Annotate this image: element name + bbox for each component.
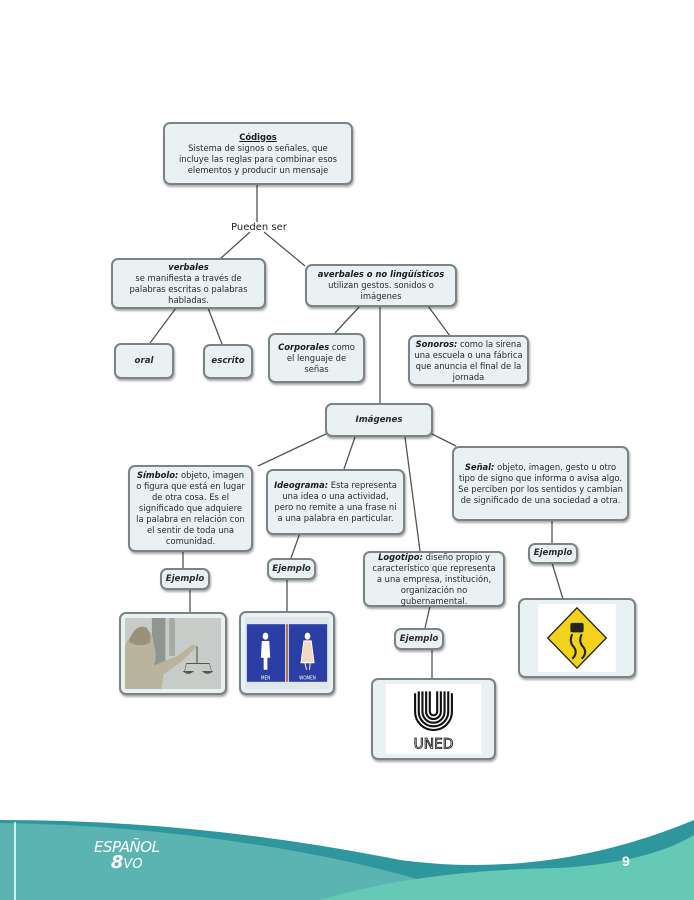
example-text: Ejemplo bbox=[533, 548, 573, 558]
node-text: Sonoros: como la sirena una escuela o un… bbox=[414, 339, 523, 383]
link-label-pueden-ser: Pueden ser bbox=[231, 222, 287, 233]
node-imagenes: Imágenes bbox=[325, 403, 433, 437]
footer-wave bbox=[0, 820, 694, 900]
node-title: Imágenes bbox=[355, 414, 403, 425]
node-text: Logotipo: diseño propio y característico… bbox=[369, 552, 499, 607]
grade-number: 8 bbox=[110, 852, 124, 873]
node-desc: objeto, imagen o figura que está en luga… bbox=[136, 470, 245, 546]
node-text: Ideograma: Esta representa una idea o un… bbox=[272, 480, 399, 524]
restroom-sign-image: MEN WOMEN bbox=[239, 611, 335, 695]
node-desc: objeto, imagen, gesto u otro tipo de sig… bbox=[458, 461, 623, 505]
node-title: oral bbox=[134, 355, 154, 366]
node-title: Códigos bbox=[239, 131, 277, 142]
node-oral: oral bbox=[114, 343, 174, 379]
men-label: MEN bbox=[261, 675, 271, 682]
node-codigos: Códigos Sistema de signos o señales, que… bbox=[163, 122, 353, 185]
brand-grade: 8VO bbox=[94, 852, 159, 873]
node-text: Señal: objeto, imagen, gesto u otro tipo… bbox=[458, 462, 623, 506]
women-label: WOMEN bbox=[299, 675, 316, 682]
node-title: Sonoros: bbox=[415, 338, 458, 349]
example-label-ideograma: Ejemplo bbox=[267, 558, 316, 580]
node-title: Logotipo: bbox=[378, 551, 423, 562]
node-title: verbales bbox=[168, 261, 209, 272]
node-desc: diseño propio y característico que repre… bbox=[372, 551, 496, 606]
node-sonoros: Sonoros: como la sirena una escuela o un… bbox=[408, 335, 529, 386]
node-ideograma: Ideograma: Esta representa una idea o un… bbox=[266, 469, 405, 535]
node-text: utilizan gestos. sonidos o imágenes bbox=[328, 280, 434, 301]
node-text: Símbolo: objeto, imagen o figura que est… bbox=[134, 470, 247, 547]
example-label-logotipo: Ejemplo bbox=[394, 628, 444, 650]
node-text: Corporales como el lenguaje de señas bbox=[274, 342, 359, 375]
node-title: Corporales bbox=[278, 341, 330, 352]
node-corporales: Corporales como el lenguaje de señas bbox=[268, 333, 365, 383]
page-number: 9 bbox=[622, 853, 630, 869]
node-averbales: averbales o no lingüísticos utilizan ges… bbox=[305, 264, 457, 307]
uned-logo-image: UNED bbox=[371, 678, 496, 760]
node-desc: Esta representa una idea o una actividad… bbox=[274, 480, 397, 523]
node-title: Símbolo: bbox=[136, 470, 179, 480]
node-title: Ideograma: bbox=[274, 480, 329, 490]
node-verbales: verbales se manifiesta a través de palab… bbox=[111, 258, 266, 309]
node-text: Sistema de signos o señales, que incluye… bbox=[178, 142, 338, 175]
node-simbolo: Símbolo: objeto, imagen o figura que est… bbox=[128, 465, 253, 552]
node-logotipo: Logotipo: diseño propio y característico… bbox=[363, 551, 505, 607]
justice-statue-image bbox=[119, 612, 227, 695]
node-text: se manifiesta a través de palabras escri… bbox=[129, 272, 248, 305]
node-desc: como la sirena una escuela o una fábrica… bbox=[414, 338, 523, 382]
brand-subject: ESPAÑOL bbox=[94, 838, 160, 856]
example-text: Ejemplo bbox=[399, 633, 439, 644]
slippery-road-sign-image bbox=[518, 598, 636, 678]
grade-suffix: VO bbox=[123, 857, 143, 872]
example-label-simbolo: Ejemplo bbox=[160, 568, 210, 590]
node-title: escrito bbox=[211, 356, 245, 366]
brand-logo: ESPAÑOL 8VO bbox=[94, 838, 160, 873]
node-title: averbales o no lingüísticos bbox=[317, 269, 445, 279]
uned-logo-text: UNED bbox=[414, 736, 454, 752]
node-desc: como el lenguaje de señas bbox=[286, 341, 355, 374]
node-escrito: escrito bbox=[203, 344, 253, 379]
example-label-senal: Ejemplo bbox=[528, 543, 578, 564]
node-title: Señal: bbox=[464, 461, 495, 472]
example-text: Ejemplo bbox=[272, 563, 311, 574]
example-text: Ejemplo bbox=[165, 573, 205, 584]
node-senal: Señal: objeto, imagen, gesto u otro tipo… bbox=[452, 446, 629, 521]
